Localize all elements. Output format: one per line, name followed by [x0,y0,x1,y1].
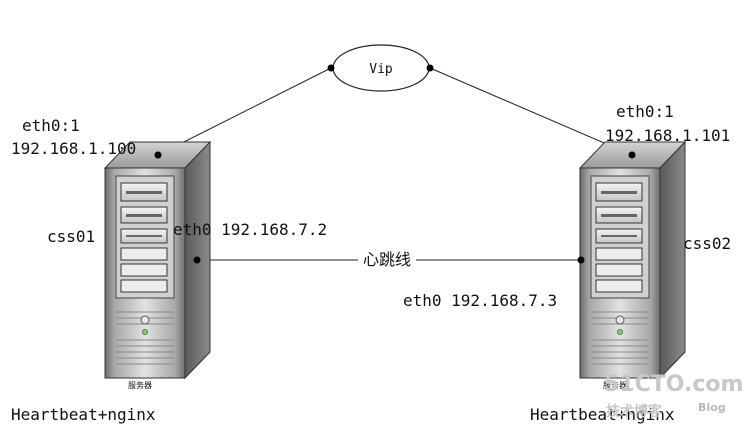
vip-endpoint-right [426,64,434,72]
vip-endpoint-left [327,64,335,72]
vip-label: Vip [369,62,393,77]
left-server-name: css01 [47,227,95,246]
right-server-role: Heartbeat+nginx [530,405,675,424]
vip-link-left [157,67,332,156]
left-vip-iface-label: eth0:1 [22,116,80,135]
right-vip-ip-label: 192.168.1.101 [605,126,730,145]
left-heartbeat-iface-label: eth0 192.168.7.2 [173,220,327,239]
left-server-caption: 服务器 [128,380,152,390]
right-server-caption: 服务器 [603,380,627,390]
right-heartbeat-endpoint [577,256,585,264]
right-server-name: css02 [683,234,731,253]
right-heartbeat-iface-label: eth0 192.168.7.3 [403,291,557,310]
heartbeat-label-bg [358,249,416,270]
right-vip-iface-label: eth0:1 [616,102,674,121]
heartbeat-label: 心跳线 [363,250,411,269]
watermark-blog: Blog [698,401,726,414]
left-vip-endpoint [154,151,162,159]
right-vip-endpoint [628,151,636,159]
site-watermark: 51CTO.com 技术博客 Blog [604,372,743,420]
right-server-icon [579,141,686,379]
vip-link-right [429,67,633,156]
left-heartbeat-endpoint [193,256,201,264]
left-vip-ip-label: 192.168.1.100 [11,139,136,158]
watermark-site: 51CTO.com [604,372,743,397]
left-server-role: Heartbeat+nginx [11,405,156,424]
watermark-tagline: 技术博客 [606,403,663,420]
